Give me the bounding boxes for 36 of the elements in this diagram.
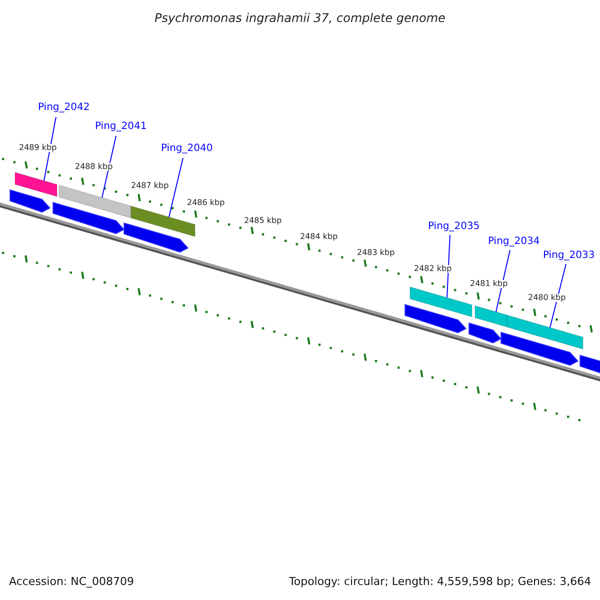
gene-bar: [506, 314, 584, 350]
gene-bar: [58, 184, 132, 218]
title: Psychromonas ingrahamii 37, complete genome: [154, 12, 446, 24]
topology-text: Topology: circular; Length: 4,559,598 bp; Genes: 3,664: [289, 576, 592, 587]
gene-label: Ping_2033: [543, 251, 595, 261]
gene-label: Ping_2042: [38, 103, 90, 113]
position-label: 2487 kbp: [130, 182, 170, 190]
gene-label: Ping_2041: [95, 122, 147, 132]
leader-line: [44, 116, 56, 182]
gene-feature: [404, 304, 467, 334]
position-label: 2489 kbp: [18, 144, 58, 152]
position-label: 2480 kbp: [527, 294, 567, 302]
gene-bar: [14, 172, 58, 197]
gene-feature: [124, 222, 189, 253]
position-label: 2485 kbp: [243, 217, 283, 225]
gene-bar: [474, 305, 508, 328]
position-label: 2482 kbp: [413, 265, 453, 273]
gene-bar: [410, 286, 472, 318]
gene-label: Ping_2034: [488, 237, 540, 247]
gene-label: Ping_2035: [428, 222, 480, 232]
leader-line: [550, 264, 566, 328]
position-label: 2486 kbp: [186, 199, 226, 207]
gene-feature: [52, 202, 125, 234]
position-label: 2488 kbp: [74, 163, 114, 171]
accession-text: Accession: NC_008709: [9, 576, 134, 587]
gene-label: Ping_2040: [161, 144, 213, 154]
leader-line: [168, 158, 184, 218]
leader-line: [496, 250, 510, 312]
gene-feature: [468, 322, 502, 344]
position-label: 2481 kbp: [469, 280, 509, 288]
position-label: 2484 kbp: [299, 233, 339, 241]
position-label: 2483 kbp: [356, 249, 396, 257]
leader-line: [446, 234, 450, 298]
gene-feature: [10, 189, 51, 213]
gene-feature: [500, 332, 579, 366]
gene-bar: [130, 206, 196, 237]
